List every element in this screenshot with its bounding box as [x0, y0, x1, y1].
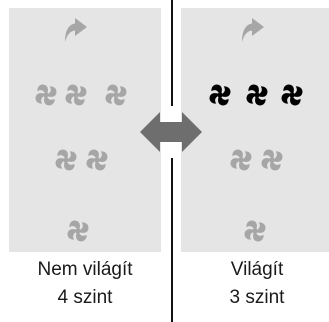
- fan-icon: [54, 148, 78, 172]
- double-arrow-icon: [140, 106, 202, 158]
- fan-icon: [64, 83, 88, 107]
- right-caption-level: 3 szint: [229, 287, 285, 308]
- fan-icon: [229, 148, 253, 172]
- left-caption-level: 4 szint: [57, 287, 113, 308]
- fan-icon: [208, 83, 232, 107]
- left-caption-title: Nem világít: [37, 259, 133, 280]
- curved-arrow-icon: [64, 18, 88, 42]
- right-panel: [181, 8, 329, 252]
- right-caption-title: Világít: [230, 259, 284, 280]
- curved-arrow-icon: [241, 18, 265, 42]
- fan-icon: [66, 219, 90, 243]
- fan-icon: [85, 148, 109, 172]
- left-panel: [9, 8, 161, 252]
- fan-icon: [245, 83, 269, 107]
- fan-icon: [104, 83, 128, 107]
- fan-icon: [280, 83, 304, 107]
- divider-line: [171, 0, 173, 322]
- fan-icon: [260, 148, 284, 172]
- fan-icon: [34, 83, 58, 107]
- fan-icon: [243, 219, 267, 243]
